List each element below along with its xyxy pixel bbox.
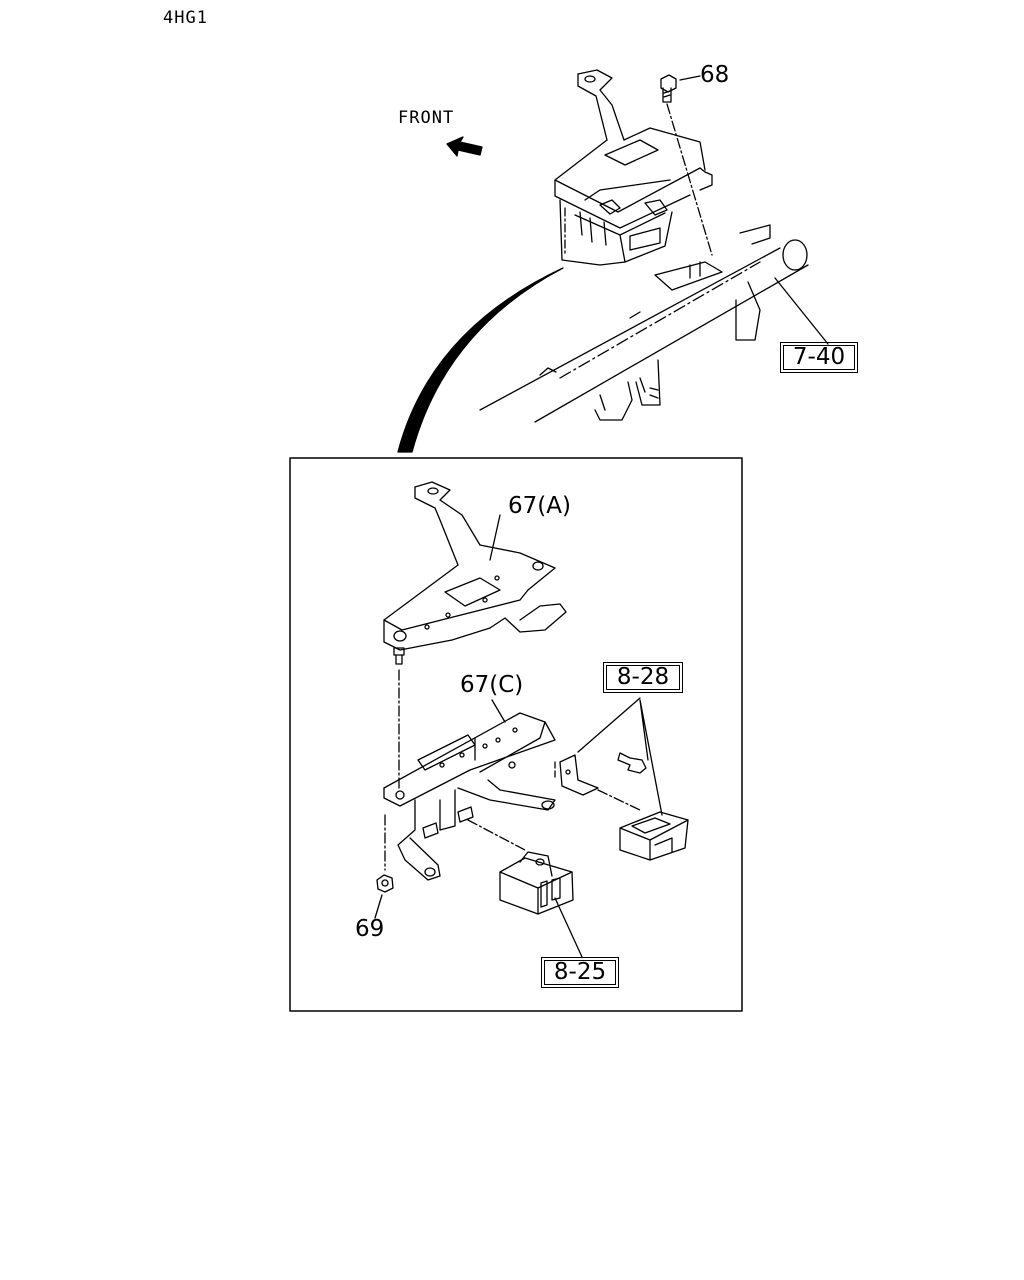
upper-bracket bbox=[554, 69, 713, 229]
crossmember-tube bbox=[479, 224, 829, 423]
relay-bracket-8-28 bbox=[554, 697, 689, 861]
engine-code: 4HG1 bbox=[163, 8, 208, 28]
module-8-25 bbox=[499, 851, 583, 958]
ref-box-8-28[interactable]: 8-28 bbox=[603, 662, 683, 693]
front-label: FRONT bbox=[398, 108, 455, 128]
stud-icon bbox=[422, 806, 526, 851]
nut-69-icon bbox=[374, 814, 394, 919]
callout-67a: 67(A) bbox=[508, 493, 571, 519]
detail-frame bbox=[289, 457, 743, 1012]
detail-arrow bbox=[397, 267, 564, 453]
ref-box-7-40[interactable]: 7-40 bbox=[780, 342, 858, 373]
callout-67c: 67(C) bbox=[460, 672, 524, 698]
bolt-68-icon bbox=[660, 74, 713, 256]
screw-icon bbox=[393, 647, 405, 791]
ref-label-8-28: 8-28 bbox=[616, 664, 670, 690]
callout-69: 69 bbox=[355, 916, 385, 942]
ref-label-8-25: 8-25 bbox=[553, 959, 607, 985]
ref-box-8-25[interactable]: 8-25 bbox=[541, 957, 619, 988]
ref-label-7-40: 7-40 bbox=[792, 344, 846, 370]
bracket-67c bbox=[383, 699, 556, 881]
bracket-67a bbox=[383, 481, 567, 651]
top-module bbox=[559, 179, 673, 266]
callout-68: 68 bbox=[700, 62, 730, 88]
front-arrow-icon bbox=[446, 136, 483, 157]
